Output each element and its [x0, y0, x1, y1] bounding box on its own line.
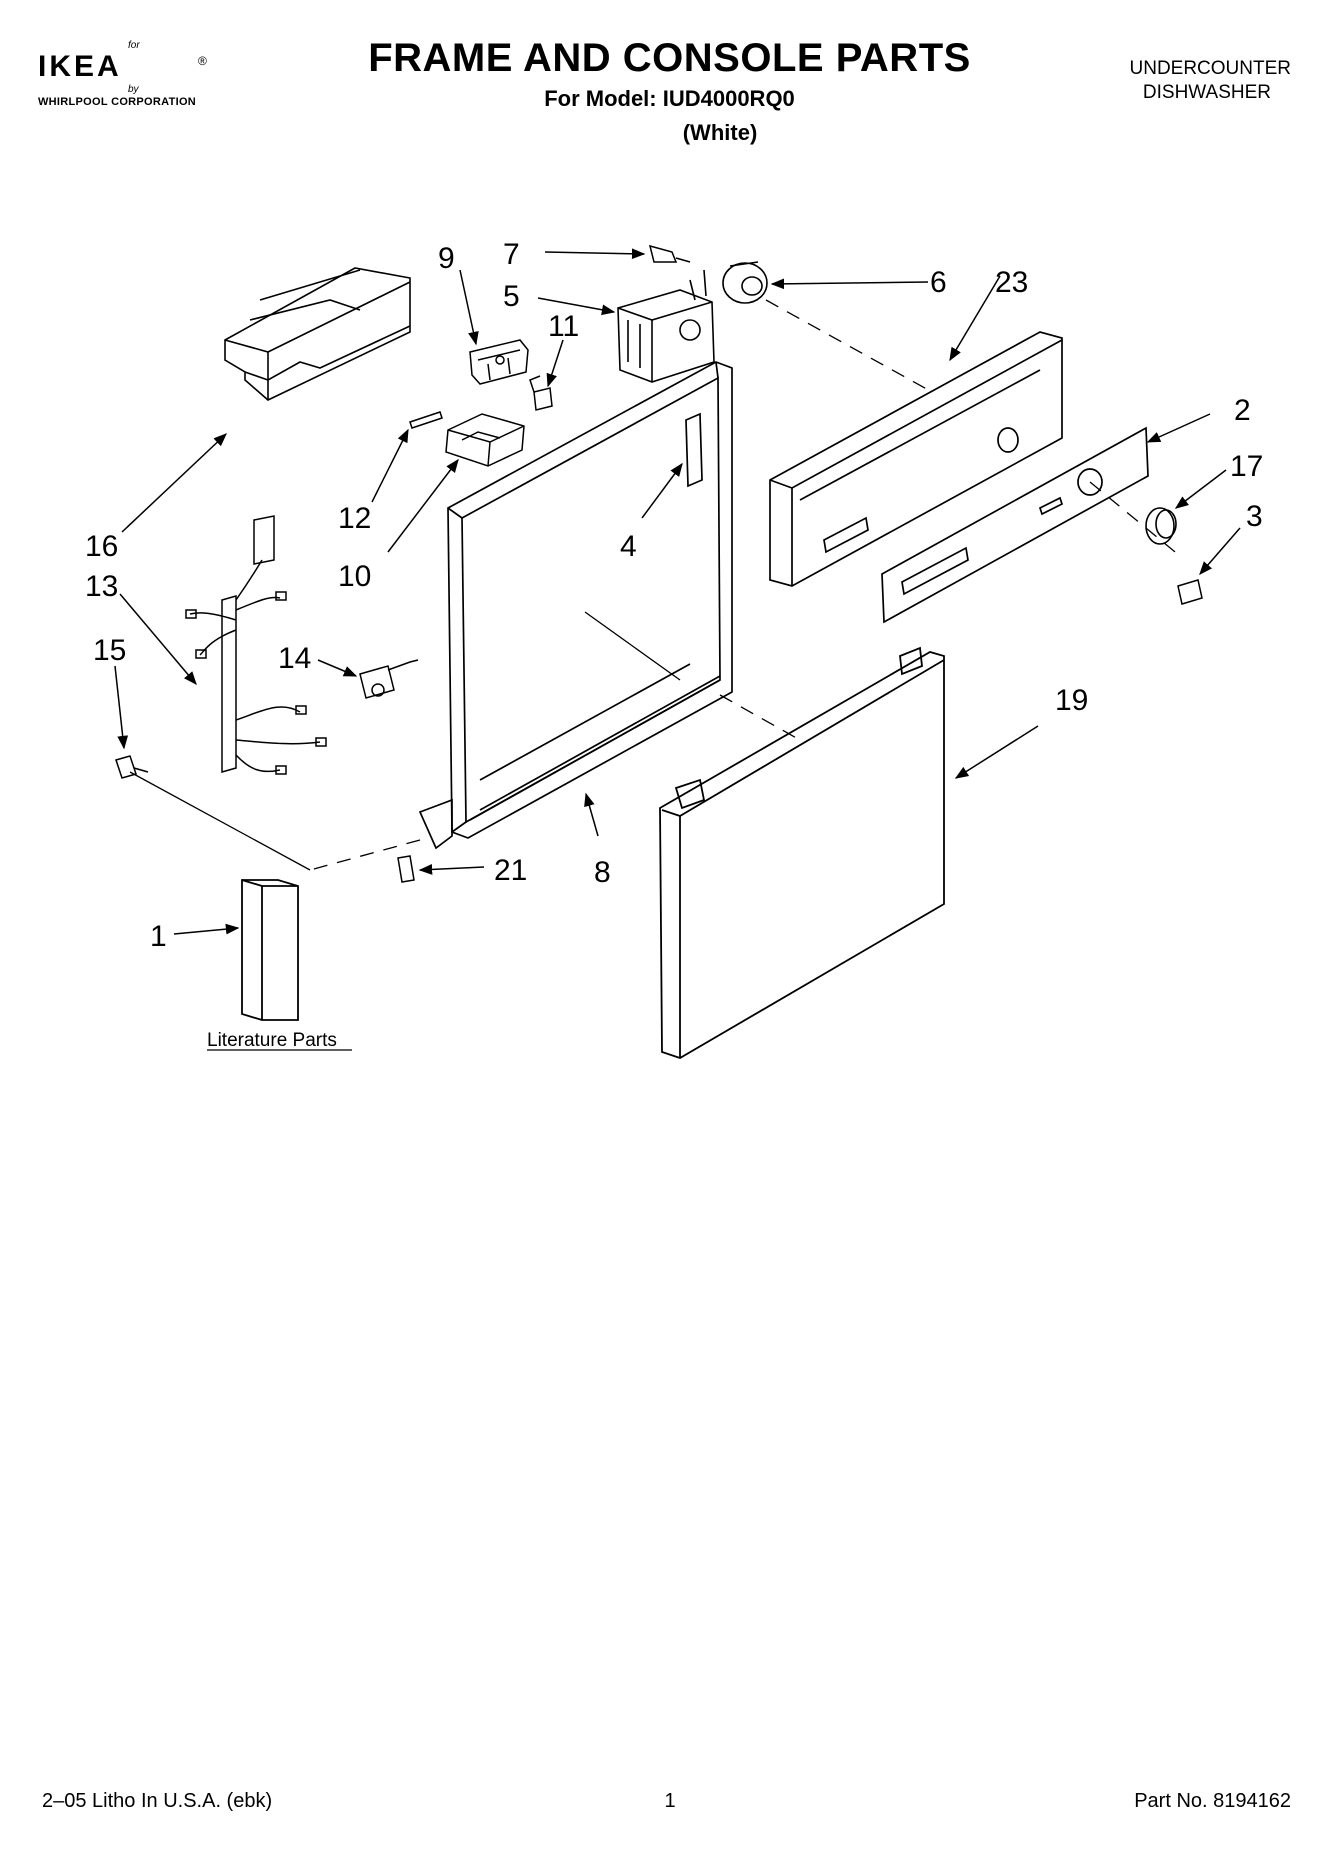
logo-for-text: for — [128, 40, 140, 51]
part-17-knob — [1145, 507, 1177, 545]
callout-9: 9 — [438, 242, 455, 275]
callout-23: 23 — [995, 266, 1028, 299]
callout-12: 12 — [338, 502, 371, 535]
part-21-clip — [397, 855, 415, 883]
callout-13: 13 — [85, 570, 118, 603]
part-number: Part No. 8194162 — [1134, 1790, 1291, 1812]
part-19-door-panel — [659, 646, 945, 1059]
ikea-logo: IKEA — [38, 50, 122, 83]
part-6-dial — [722, 261, 768, 304]
callout-16: 16 — [85, 530, 118, 563]
litho-info: 2–05 Litho In U.S.A. (ebk) — [42, 1790, 273, 1812]
appliance-type-line1: UNDERCOUNTER — [1129, 58, 1292, 79]
logo-by-text: by — [128, 84, 139, 95]
part-23-console — [769, 331, 1063, 587]
callout-3: 3 — [1246, 500, 1263, 533]
callout-19: 19 — [1055, 684, 1088, 717]
registered-mark: ® — [198, 54, 207, 68]
callout-5: 5 — [503, 280, 520, 313]
callout-15: 15 — [93, 634, 126, 667]
model-color: (White) — [682, 120, 758, 145]
callout-8: 8 — [594, 856, 611, 889]
callout-10: 10 — [338, 560, 371, 593]
callout-7: 7 — [503, 238, 520, 271]
part-3-button — [1177, 579, 1203, 605]
part-1-literature — [241, 879, 299, 1021]
whirlpool-corporation-text: WHIRLPOOL CORPORATION — [38, 96, 197, 108]
part-15-screw — [115, 755, 149, 779]
part-11-connector — [529, 375, 553, 411]
callout-labels: 7 9 5 11 6 23 2 17 3 12 10 4 16 13 15 14… — [85, 238, 1263, 953]
callout-1: 1 — [150, 920, 167, 953]
model-number: For Model: IUD4000RQ0 — [544, 86, 795, 111]
page-title: FRAME AND CONSOLE PARTS — [368, 36, 971, 80]
part-7-screw — [648, 244, 691, 263]
callout-11: 11 — [548, 310, 579, 343]
dashed-relation-lines — [309, 299, 1181, 871]
callout-2: 2 — [1234, 394, 1251, 427]
part-16-cover — [224, 267, 411, 401]
callout-17: 17 — [1230, 450, 1263, 483]
part-13-wire-harness — [185, 515, 327, 775]
part-8-frame — [418, 361, 733, 850]
leader-arrows — [114, 248, 1241, 935]
callout-6: 6 — [930, 266, 947, 299]
part-2-console-panel — [881, 426, 1149, 624]
part-12-strip — [409, 411, 443, 429]
appliance-type-line2: DISHWASHER — [1142, 82, 1271, 103]
part-10-holder — [445, 413, 525, 467]
callout-21: 21 — [494, 854, 527, 887]
callout-14: 14 — [278, 642, 311, 675]
part-9-switch-bracket — [469, 339, 529, 385]
part-5-control-module — [617, 269, 715, 383]
relation-lines — [129, 611, 681, 871]
page-number: 1 — [664, 1790, 676, 1812]
part-14-sensor — [359, 659, 419, 699]
callout-4: 4 — [620, 530, 637, 563]
literature-parts-label: Literature Parts — [207, 1030, 337, 1051]
